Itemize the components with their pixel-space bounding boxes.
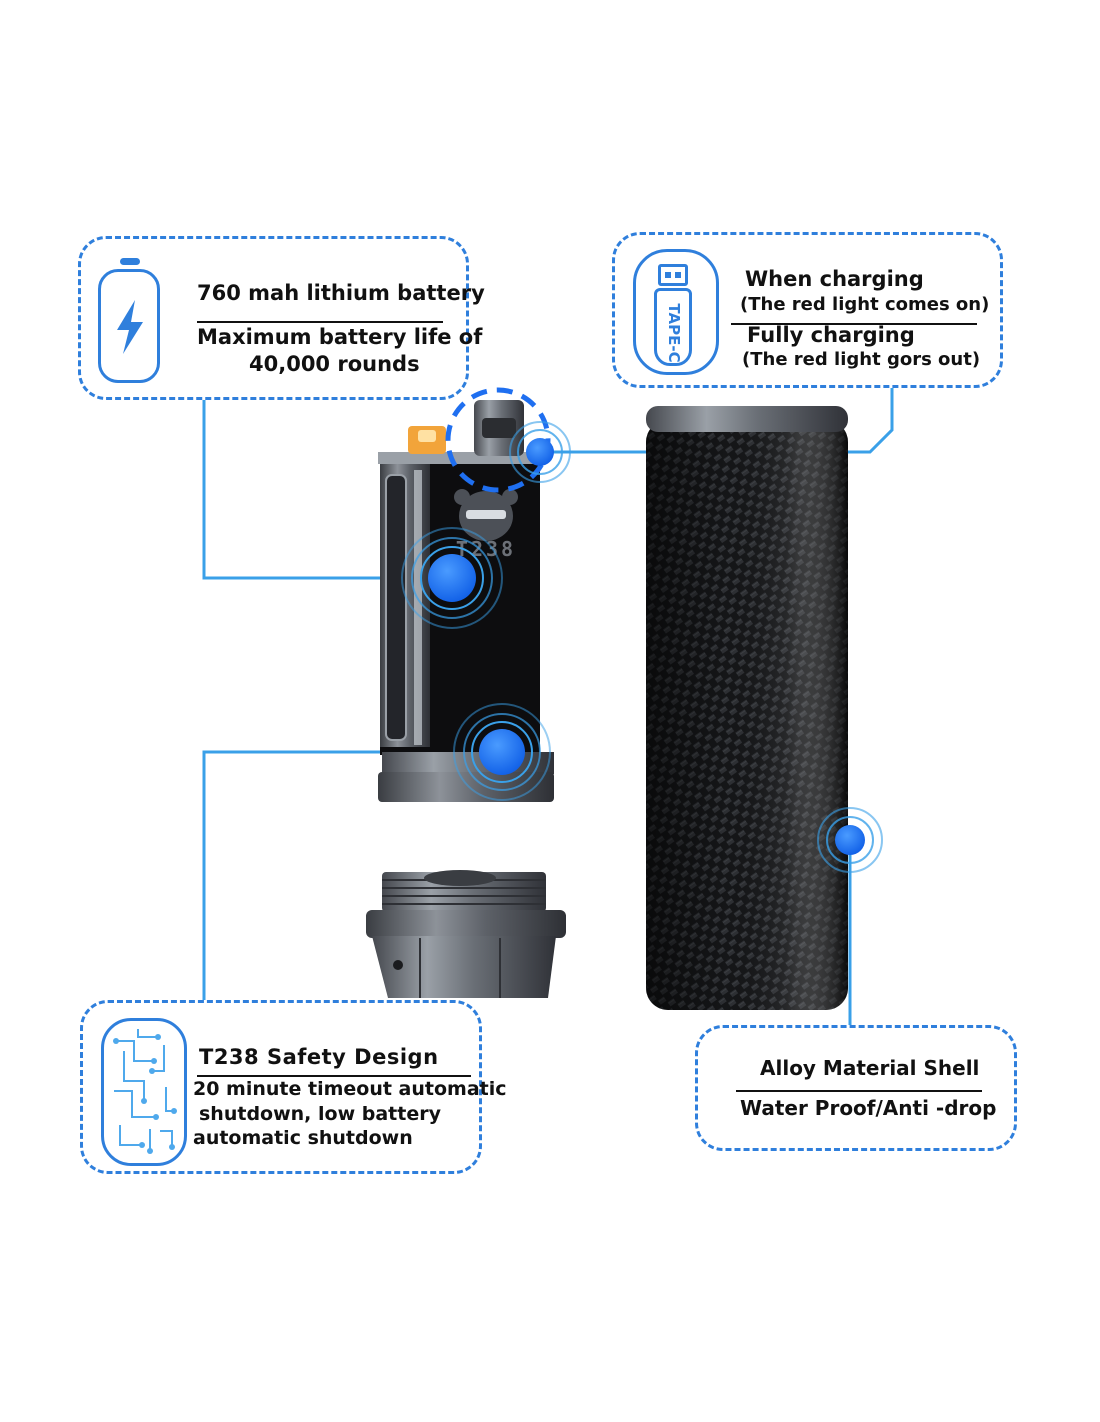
safety-line-3: automatic shutdown [193, 1127, 413, 1149]
battery-bolt-icon [98, 258, 160, 383]
shell-callout: Alloy Material Shell Water Proof/Anti -d… [695, 1025, 1017, 1151]
charging-divider [731, 323, 977, 325]
charging-callout: TAPE-C When charging (The red light come… [612, 232, 1003, 388]
when-charging-text: When charging [745, 267, 924, 291]
battery-divider [197, 321, 443, 323]
battery-capacity-text: 760 mah lithium battery [197, 281, 485, 305]
shell-divider [736, 1090, 982, 1092]
tape-c-label: TAPE-C [665, 303, 683, 363]
threaded-cap [366, 870, 566, 998]
red-light-out-text: (The red light gors out) [742, 349, 981, 370]
hotspot-shell[interactable] [817, 807, 883, 873]
alloy-shell-text: Alloy Material Shell [760, 1056, 980, 1080]
fully-charging-text: Fully charging [747, 323, 915, 347]
red-light-on-text: (The red light comes on) [740, 294, 990, 315]
battery-rounds-text: 40,000 rounds [249, 352, 420, 376]
safety-divider [197, 1075, 471, 1077]
hotspot-safety[interactable] [453, 703, 551, 801]
hotspot-battery[interactable] [401, 527, 503, 629]
safety-line-1: 20 minute timeout automatic [193, 1078, 507, 1100]
circuit-board-icon [101, 1018, 187, 1166]
carbon-fiber-shell [646, 406, 848, 1010]
waterproof-text: Water Proof/Anti -drop [740, 1096, 997, 1120]
safety-title: T238 Safety Design [199, 1045, 439, 1069]
battery-connector [202, 400, 452, 580]
battery-life-text: Maximum battery life of [197, 325, 483, 349]
battery-module [378, 400, 554, 802]
usb-highlight-ring [445, 387, 551, 493]
usb-type-c-icon: TAPE-C [633, 249, 719, 375]
battery-callout: 760 mah lithium battery Maximum battery … [78, 236, 485, 400]
hotspot-usb[interactable] [509, 421, 571, 483]
safety-callout: T238 Safety Design 20 minute timeout aut… [80, 1000, 507, 1174]
safety-line-2: shutdown, low battery [199, 1103, 441, 1125]
